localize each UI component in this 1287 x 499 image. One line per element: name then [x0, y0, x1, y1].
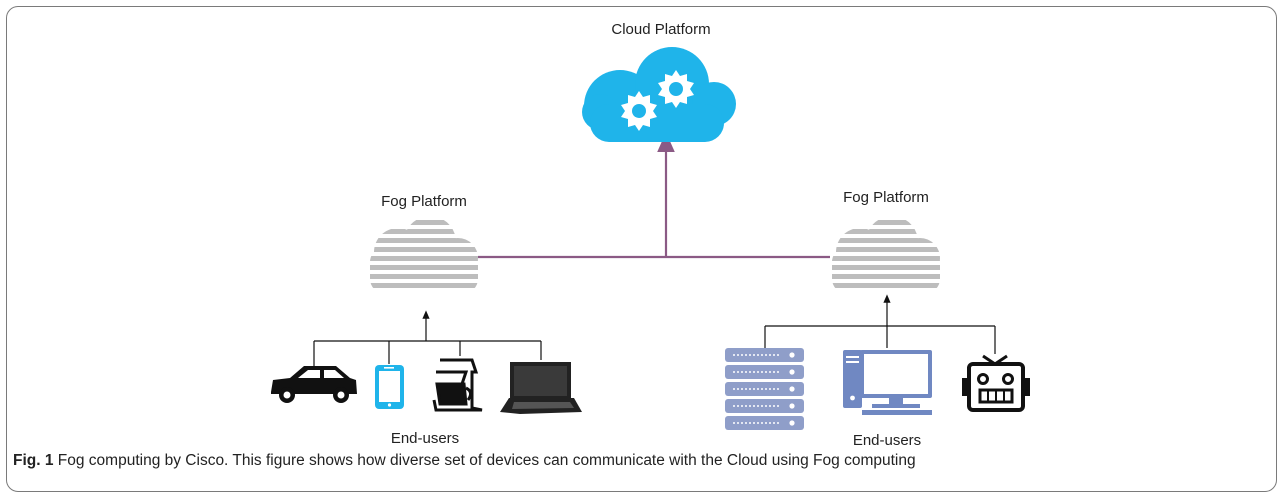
server-rack-icon	[725, 348, 804, 430]
fog-cloud-icon	[370, 220, 478, 288]
laptop-icon	[500, 362, 582, 414]
end-users-label-left: End-users	[390, 430, 460, 447]
figure-caption: Fig. 1 Fog computing by Cisco. This figu…	[13, 452, 916, 470]
coffee-maker-icon	[432, 358, 483, 412]
caption-text: Fog computing by Cisco. This figure show…	[53, 452, 916, 469]
figure-frame	[6, 6, 1277, 492]
fog-platform-label-right: Fog Platform	[843, 189, 929, 206]
right-devices-connector	[764, 294, 996, 354]
desktop-computer-icon	[843, 350, 932, 415]
robot-icon	[962, 354, 1030, 412]
end-users-label-right: End-users	[852, 432, 922, 449]
cloud-gears-icon	[582, 47, 736, 142]
left-devices-connector	[313, 310, 542, 366]
fog-cloud-icon	[832, 220, 940, 288]
cloud-platform-label: Cloud Platform	[611, 21, 711, 38]
car-icon	[271, 366, 357, 403]
fog-platform-label-left: Fog Platform	[381, 193, 467, 210]
figure-number: Fig. 1	[13, 452, 54, 469]
fog-to-cloud-connector	[478, 132, 830, 259]
smartphone-icon	[375, 365, 404, 409]
